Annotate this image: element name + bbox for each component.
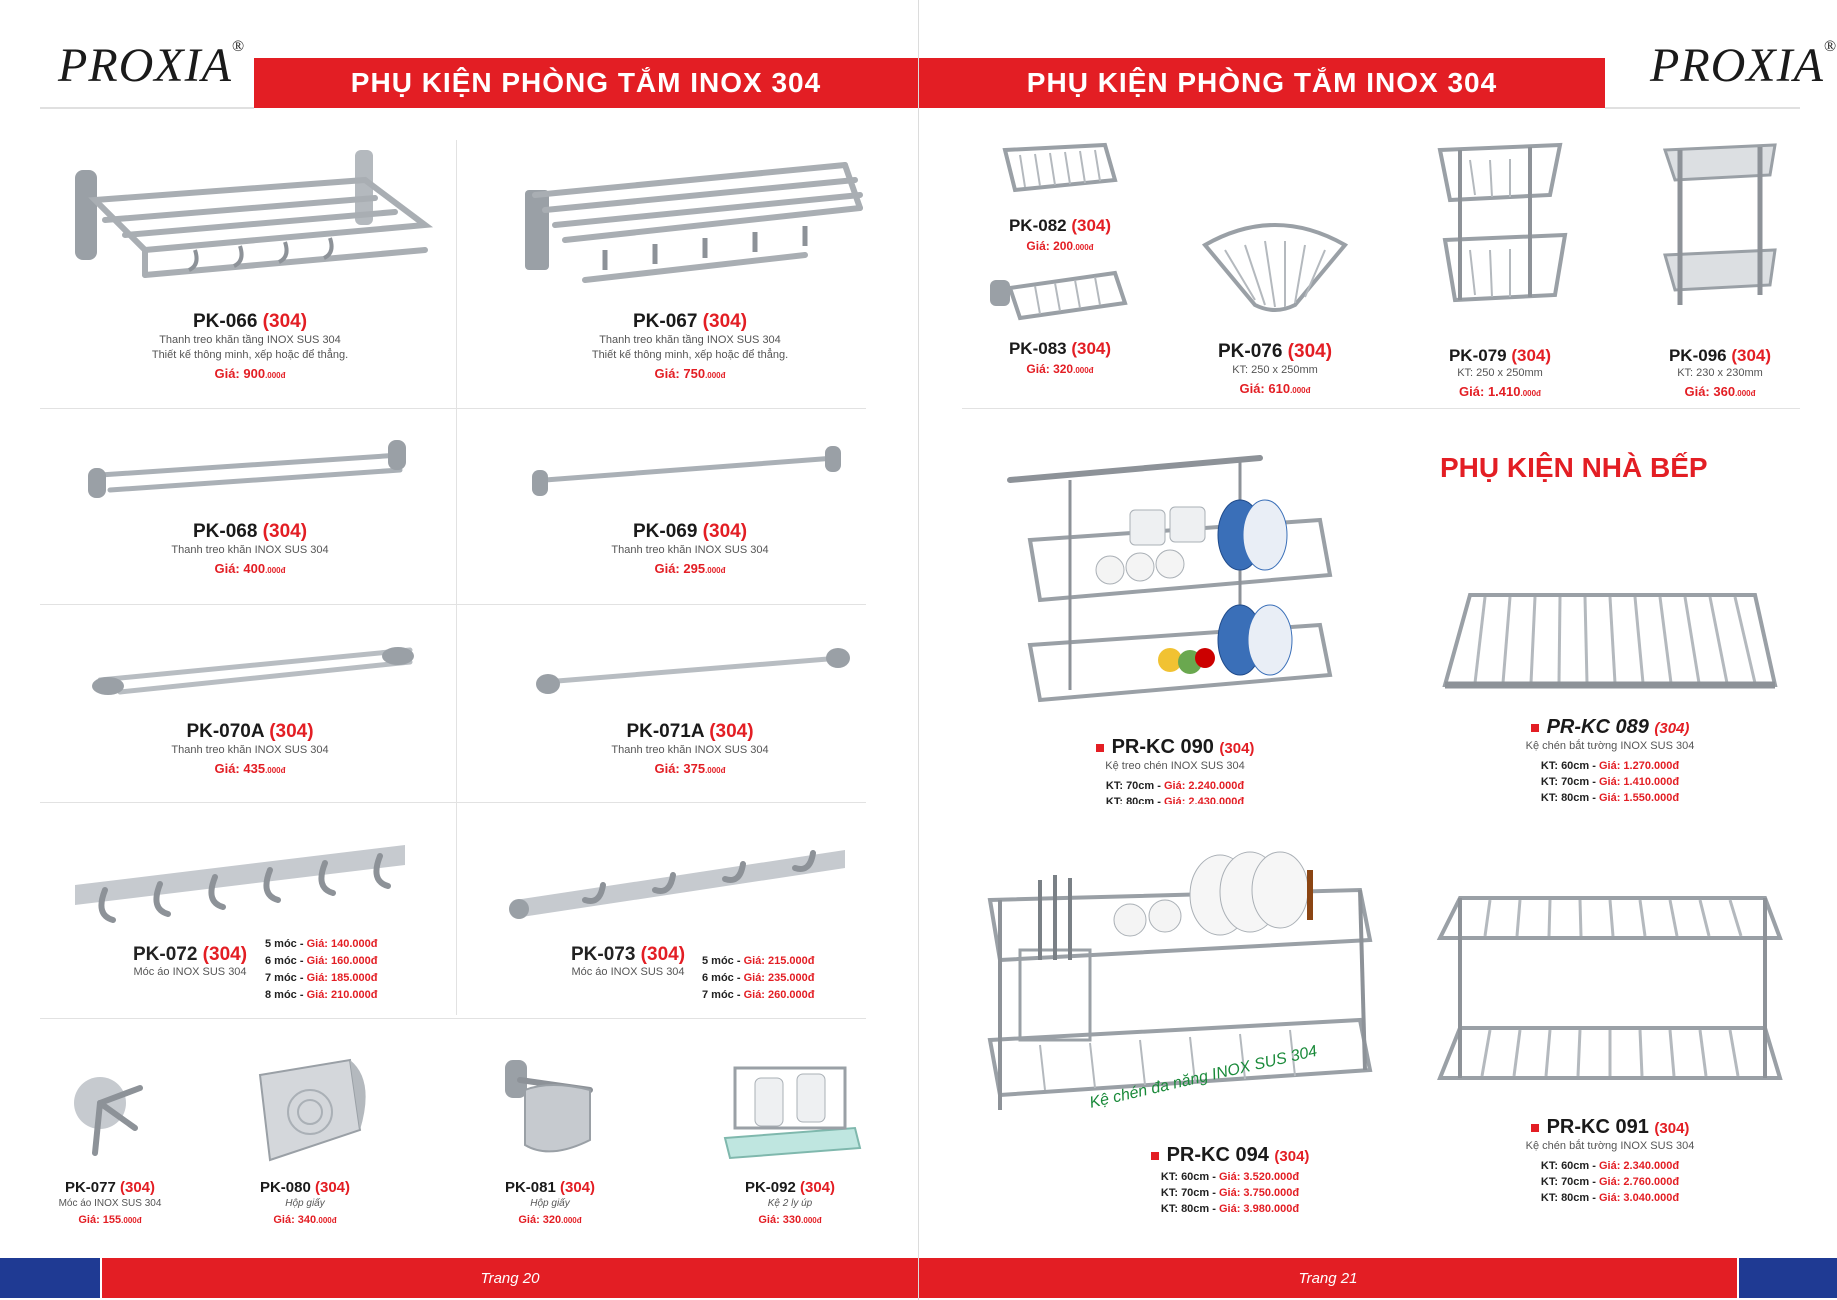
product-card-pk079[interactable]: PK-079 (304) KT: 250 x 250mm Giá: 1.410.… — [1420, 135, 1580, 399]
product-card-kc089[interactable]: PR-KC 089 (304) Kệ chén bắt tường INOX S… — [1415, 585, 1805, 806]
footer-accent-right — [1739, 1258, 1837, 1298]
product-card-kc090[interactable]: PR-KC 090 (304) Kệ treo chén INOX SUS 30… — [975, 440, 1375, 804]
product-card-pk068[interactable]: PK-068 (304) Thanh treo khăn INOX SUS 30… — [60, 430, 440, 576]
product-card-kc091[interactable]: PR-KC 091 (304) Kệ chén bắt tường INOX S… — [1415, 888, 1805, 1206]
page-spine — [918, 0, 919, 1300]
header-rule-right — [1605, 107, 1800, 109]
product-card-pk072[interactable] — [60, 830, 420, 935]
hanging-dish-rack-icon — [1007, 455, 1333, 703]
bullet-icon — [1530, 1123, 1539, 1132]
toilet-paper-holder-icon — [505, 1060, 593, 1153]
pk073-variants: 5 móc - Giá: 215.000đ 6 móc - Giá: 235.0… — [702, 955, 815, 1001]
product-card-pk081[interactable]: PK-081 (304) Hộp giấy Giá: 320.000đ — [485, 1050, 615, 1226]
brand-logo-left: PROXIA® — [58, 38, 246, 92]
bullet-icon — [1530, 723, 1539, 732]
bullet-icon — [1095, 743, 1104, 752]
pk072-variants: 5 móc - Giá: 140.000đ 6 móc - Giá: 160.0… — [265, 938, 378, 1001]
header-rule-left — [40, 107, 254, 109]
tissue-box-icon — [258, 1058, 366, 1162]
two-tier-wall-dish-rack-icon — [1436, 896, 1783, 1080]
double-towel-bar-icon — [92, 647, 414, 695]
soap-basket-icon — [1002, 142, 1118, 193]
product-card-pk073[interactable] — [500, 830, 860, 935]
bullet-icon — [1150, 1151, 1159, 1160]
product-card-pk070a[interactable]: PK-070A (304) Thanh treo khăn INOX SUS 3… — [60, 630, 440, 776]
coat-hooks-icon — [75, 845, 405, 923]
two-tier-corner-shelf-icon — [1662, 143, 1777, 305]
grid-divider — [40, 604, 866, 605]
product-card-pk066[interactable]: PK-066 (304) Thanh treo khăn tầng INOX S… — [60, 140, 440, 381]
single-towel-bar-icon — [532, 446, 841, 496]
catalog-page-right — [919, 0, 1837, 1300]
product-card-pk080[interactable]: PK-080 (304) Hộp giấy Giá: 340.000đ — [240, 1050, 370, 1226]
section-banner-left: PHỤ KIỆN PHÒNG TẮM INOX 304 — [254, 58, 918, 108]
product-card-pk077[interactable]: PK-077 (304) Móc áo INOX SUS 304 Giá: 15… — [50, 1058, 170, 1226]
page-number-right: Trang 21 — [919, 1258, 1737, 1298]
footer-accent-left — [0, 1258, 100, 1298]
product-card-pk069[interactable]: PK-069 (304) Thanh treo khăn INOX SUS 30… — [500, 430, 880, 576]
wall-dish-rack-icon — [1442, 593, 1778, 689]
robe-hook-icon — [74, 1077, 143, 1156]
tumbler-holder-icon — [723, 1066, 862, 1160]
grid-divider — [456, 140, 457, 1015]
soap-basket-wall-icon — [990, 270, 1128, 321]
pk072-label: PK-072 (304) Móc áo INOX SUS 304 — [132, 944, 248, 978]
single-towel-bar-icon — [536, 648, 850, 694]
coat-hooks-icon — [509, 850, 845, 919]
double-towel-bar-icon — [88, 440, 406, 498]
section-banner-right: PHỤ KIỆN PHÒNG TẮM INOX 304 — [919, 58, 1605, 108]
grid-divider — [40, 802, 866, 803]
grid-divider — [962, 408, 1800, 409]
pk073-label: PK-073 (304) Móc áo INOX SUS 304 — [570, 944, 686, 978]
grid-divider — [40, 1018, 866, 1019]
product-card-kc094[interactable]: PR-KC 094 (304) KT: 60cm - Giá: 3.520.00… — [1115, 1138, 1345, 1217]
product-card-pk092[interactable]: PK-092 (304) Kệ 2 ly úp Giá: 330.000đ — [710, 1048, 870, 1226]
multi-dish-rack-icon — [987, 851, 1373, 1110]
towel-rack-shelf-icon — [75, 150, 434, 278]
product-card-pk083[interactable]: PK-083 (304) Giá: 320.000đ — [975, 258, 1145, 376]
page-number-left: Trang 20 — [102, 1258, 918, 1298]
product-card-pk067[interactable]: PK-067 (304) Thanh treo khăn tầng INOX S… — [500, 140, 880, 381]
product-card-pk076[interactable]: PK-076 (304) KT: 250 x 250mm Giá: 610.00… — [1190, 205, 1360, 396]
grid-divider — [40, 408, 866, 409]
brand-logo-right: PROXIA® — [1650, 38, 1837, 92]
kitchen-section-title: PHỤ KIỆN NHÀ BẾP — [1440, 452, 1708, 483]
towel-rack-hooks-icon — [525, 162, 863, 283]
product-card-pk082[interactable]: PK-082 (304) Giá: 200.000đ — [980, 135, 1140, 253]
product-card-pk096[interactable]: PK-096 (304) KT: 230 x 230mm Giá: 360.00… — [1640, 135, 1800, 399]
corner-basket-icon — [1201, 223, 1349, 312]
two-tier-corner-basket-icon — [1437, 142, 1568, 303]
product-card-pk071a[interactable]: PK-071A (304) Thanh treo khăn INOX SUS 3… — [500, 630, 880, 776]
